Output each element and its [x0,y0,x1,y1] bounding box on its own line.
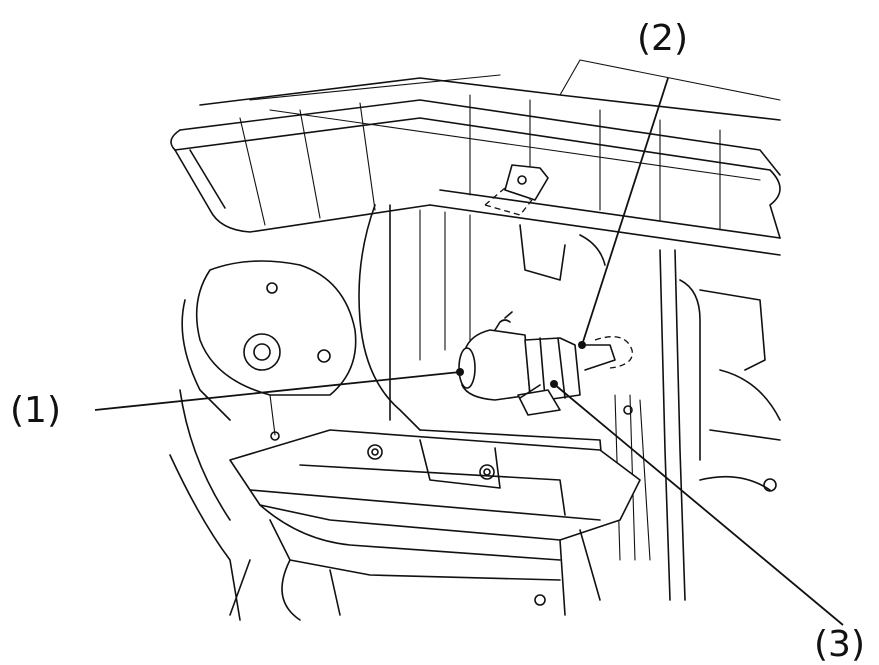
leader-dot-3 [550,380,558,388]
right-frame-and-hoses [614,249,781,601]
callout-label-3: (3) [814,624,865,665]
central-housing [358,204,606,501]
callout-label-1: (1) [10,390,61,431]
engine-block [229,429,641,621]
leader-lines [94,77,844,626]
leader-line-2 [581,77,669,346]
left-cover-assembly [169,260,357,621]
leader-dot-2 [578,341,586,349]
rack-bracket [484,164,549,216]
leader-line-3 [553,383,844,626]
clamp-and-connector [517,336,633,416]
callout-labels: (1) (2) (3) [10,18,865,665]
leader-line-1 [94,371,461,411]
callout-label-2: (2) [637,18,688,59]
carrier-rack [170,59,781,256]
leader-dot-1 [456,368,464,376]
